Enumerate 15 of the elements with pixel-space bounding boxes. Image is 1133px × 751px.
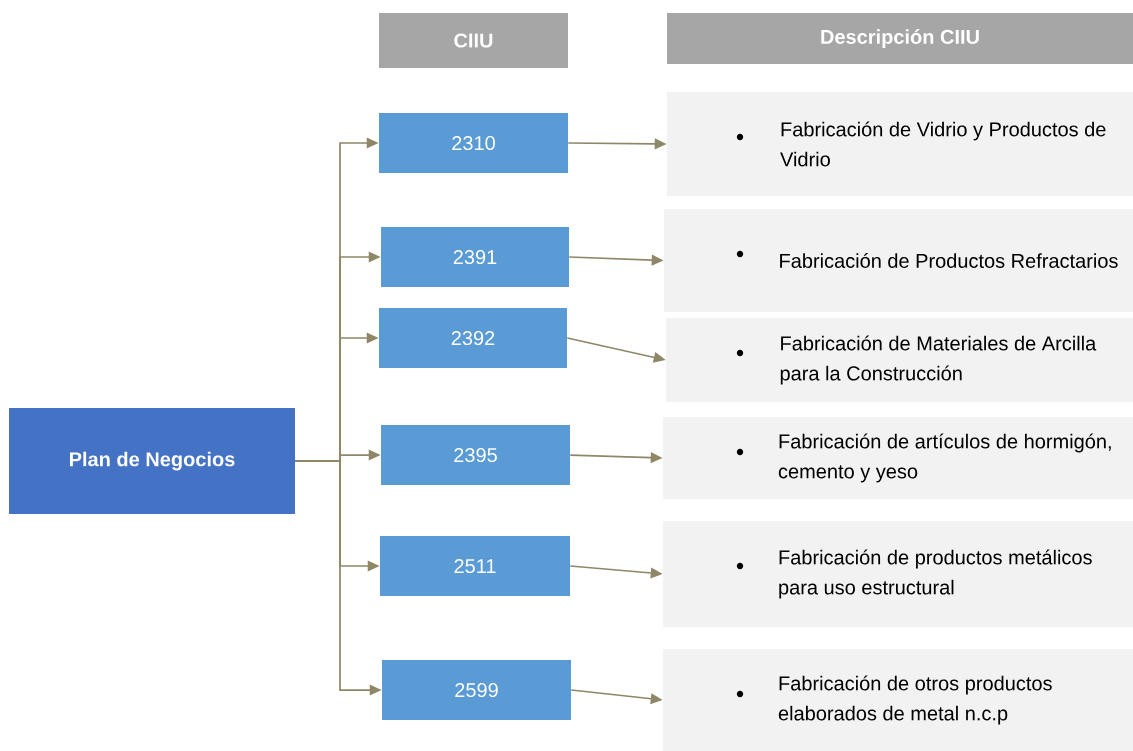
code-box: 2310 — [379, 113, 568, 173]
description-box: Fabricación de otros productos elaborados de metal n.c.p — [663, 649, 1133, 751]
header-box: CIIU — [379, 13, 568, 68]
code-box: 2511 — [380, 536, 570, 596]
code-box: 2391 — [381, 227, 569, 287]
root-box: Plan de Negocios — [9, 408, 295, 514]
code-box: 2392 — [379, 308, 567, 368]
description-box: Fabricación de productos metálicos para uso estructural — [663, 521, 1133, 627]
description-box: Fabricación de artículos de hormigón, cemento y yeso — [663, 417, 1133, 499]
code-box: 2395 — [381, 425, 570, 485]
description-box: Fabricación de Productos Refractarios — [664, 209, 1133, 312]
header-box: Descripción CIIU — [667, 13, 1133, 64]
code-box: 2599 — [382, 660, 571, 720]
description-box: Fabricación de Materiales de Arcilla para la Construcción — [666, 318, 1133, 402]
description-box: Fabricación de Vidrio y Productos de Vidrio — [667, 92, 1133, 196]
